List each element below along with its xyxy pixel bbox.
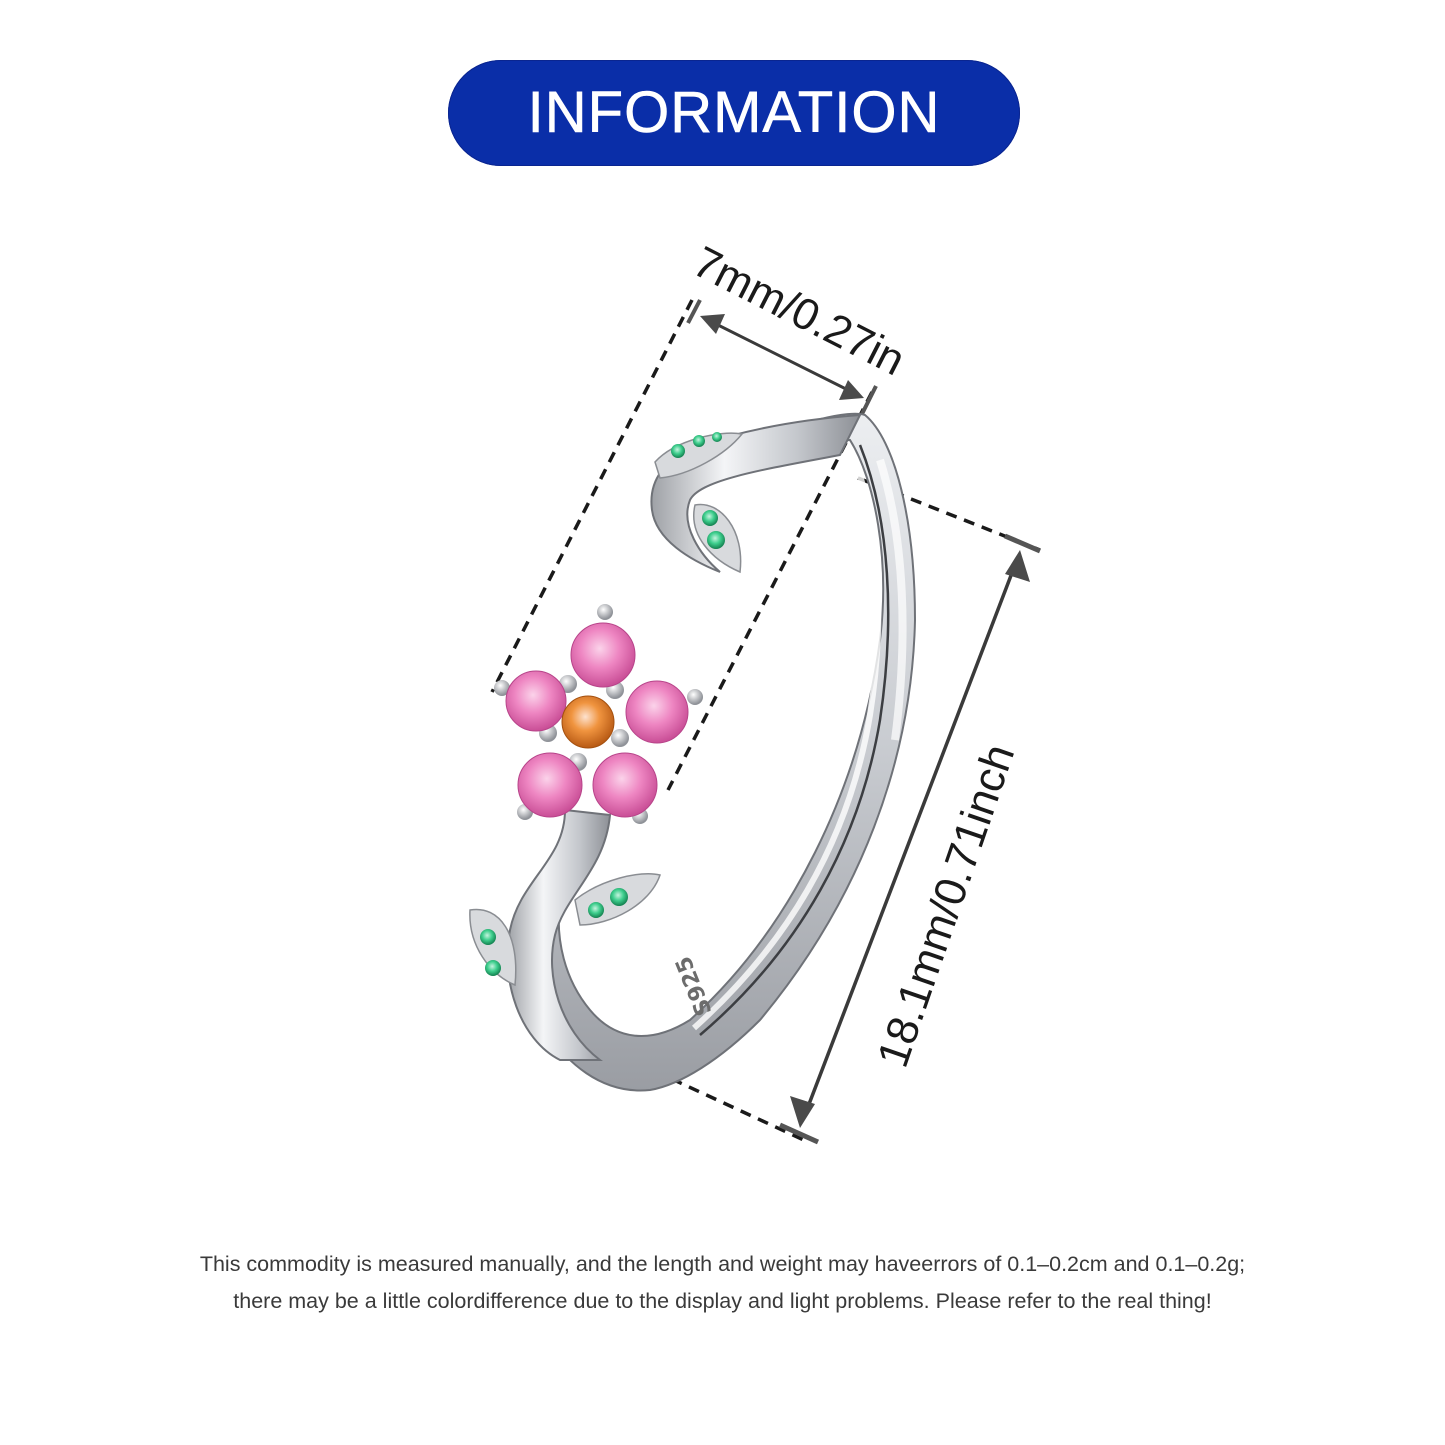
pink-petal-stone xyxy=(592,752,658,818)
information-header: INFORMATION xyxy=(448,60,1020,166)
orange-center-stone xyxy=(561,695,615,749)
green-stone xyxy=(693,435,705,447)
pink-petal-stone xyxy=(505,670,567,732)
green-stone xyxy=(610,888,628,906)
hallmark-s925: S925 xyxy=(671,952,717,1019)
flower-setting xyxy=(494,604,703,824)
pink-petal-stone xyxy=(625,680,689,744)
pink-petal-stone xyxy=(570,622,636,688)
green-stone xyxy=(588,902,604,918)
green-stone xyxy=(671,444,685,458)
green-stone xyxy=(712,432,722,442)
height-label: 18.1mm/0.71inch xyxy=(868,738,1024,1073)
green-stone xyxy=(480,929,496,945)
green-stone xyxy=(485,960,501,976)
width-label: 7mm/0.27in xyxy=(685,237,912,385)
disclaimer-line-2: there may be a little colordifference du… xyxy=(233,1289,1212,1313)
green-stone xyxy=(702,510,718,526)
header-title: INFORMATION xyxy=(527,80,941,145)
disclaimer-line-1: This commodity is measured manually, and… xyxy=(199,1252,1246,1276)
lower-vine xyxy=(469,808,661,1061)
pink-petal-stone xyxy=(517,752,583,818)
upper-vine-end xyxy=(650,413,862,574)
green-stone xyxy=(707,531,725,549)
disclaimer: This commodity is measured manually, and… xyxy=(0,1246,1445,1320)
